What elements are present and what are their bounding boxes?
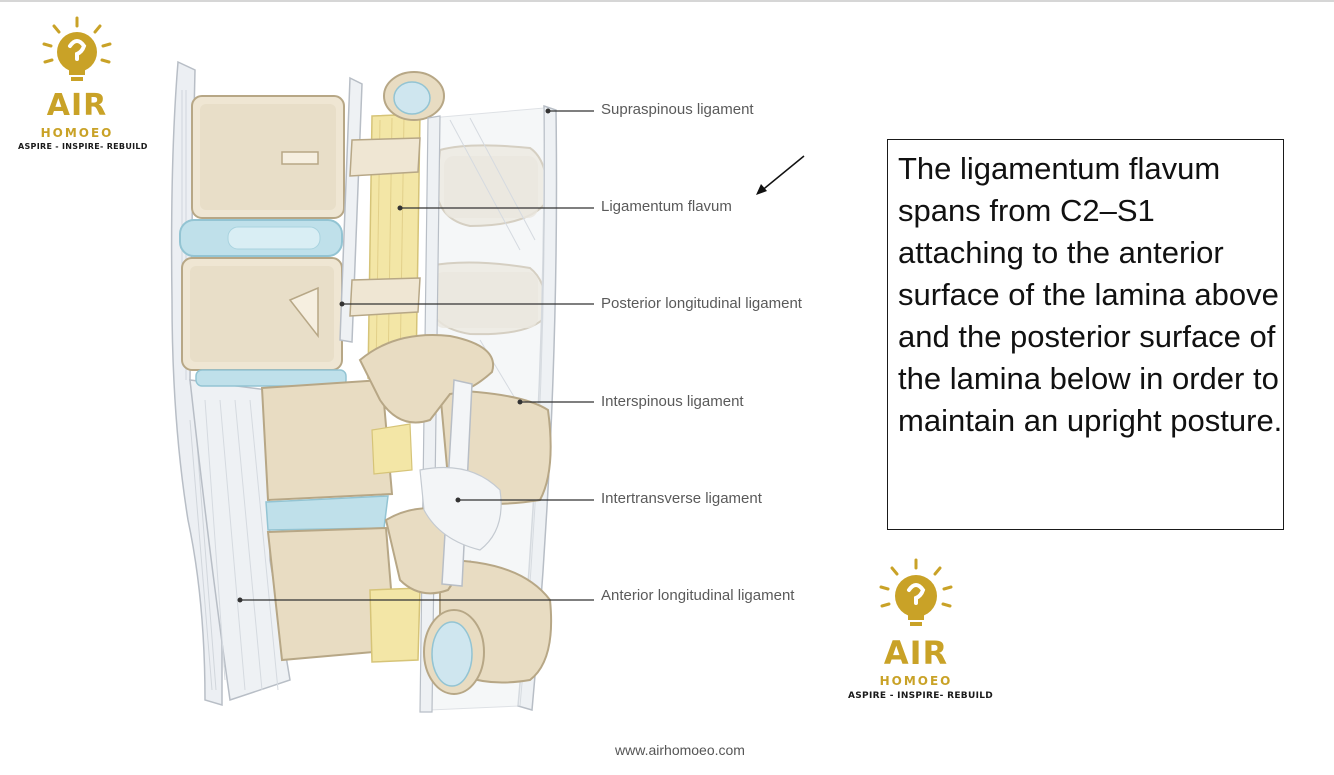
callout-textbox: The ligamentum flavum spans from C2–S1 a…	[887, 139, 1284, 530]
label-anterior-longitudinal-ligament: Anterior longitudinal ligament	[601, 587, 795, 604]
logo-tagline: ASPIRE - INSPIRE- REBUILD	[848, 691, 994, 701]
label-posterior-longitudinal-ligament: Posterior longitudinal ligament	[601, 295, 802, 312]
footer: www.airhomoeo.com	[0, 742, 1334, 758]
label-supraspinous-ligament: Supraspinous ligament	[601, 101, 754, 118]
air-homoeo-logo-secondary: AIR HOMOEO ASPIRE - INSPIRE- REBUILD	[848, 556, 994, 706]
logo-air-text: AIR	[883, 634, 949, 672]
top-rule	[0, 0, 1334, 2]
label-ligamentum-flavum: Ligamentum flavum	[601, 198, 732, 215]
label-interspinous-ligament: Interspinous ligament	[601, 393, 744, 410]
bulb-icon	[879, 558, 953, 626]
air-homoeo-logo: AIR HOMOEO ASPIRE - INSPIRE- REBUILD	[18, 14, 148, 154]
logo-homoeo-text: HOMOEO	[879, 674, 953, 688]
logo-air-text: AIR	[46, 88, 108, 123]
footer-url: www.airhomoeo.com	[615, 742, 745, 758]
logo-tagline: ASPIRE - INSPIRE- REBUILD	[18, 142, 148, 151]
vertebral-body-lower	[260, 378, 394, 502]
bulb-icon	[42, 16, 112, 81]
arrow-icon	[756, 155, 805, 195]
label-intertransverse-ligament: Intertransverse ligament	[601, 490, 762, 507]
logo-homoeo-text: HOMOEO	[40, 126, 114, 140]
